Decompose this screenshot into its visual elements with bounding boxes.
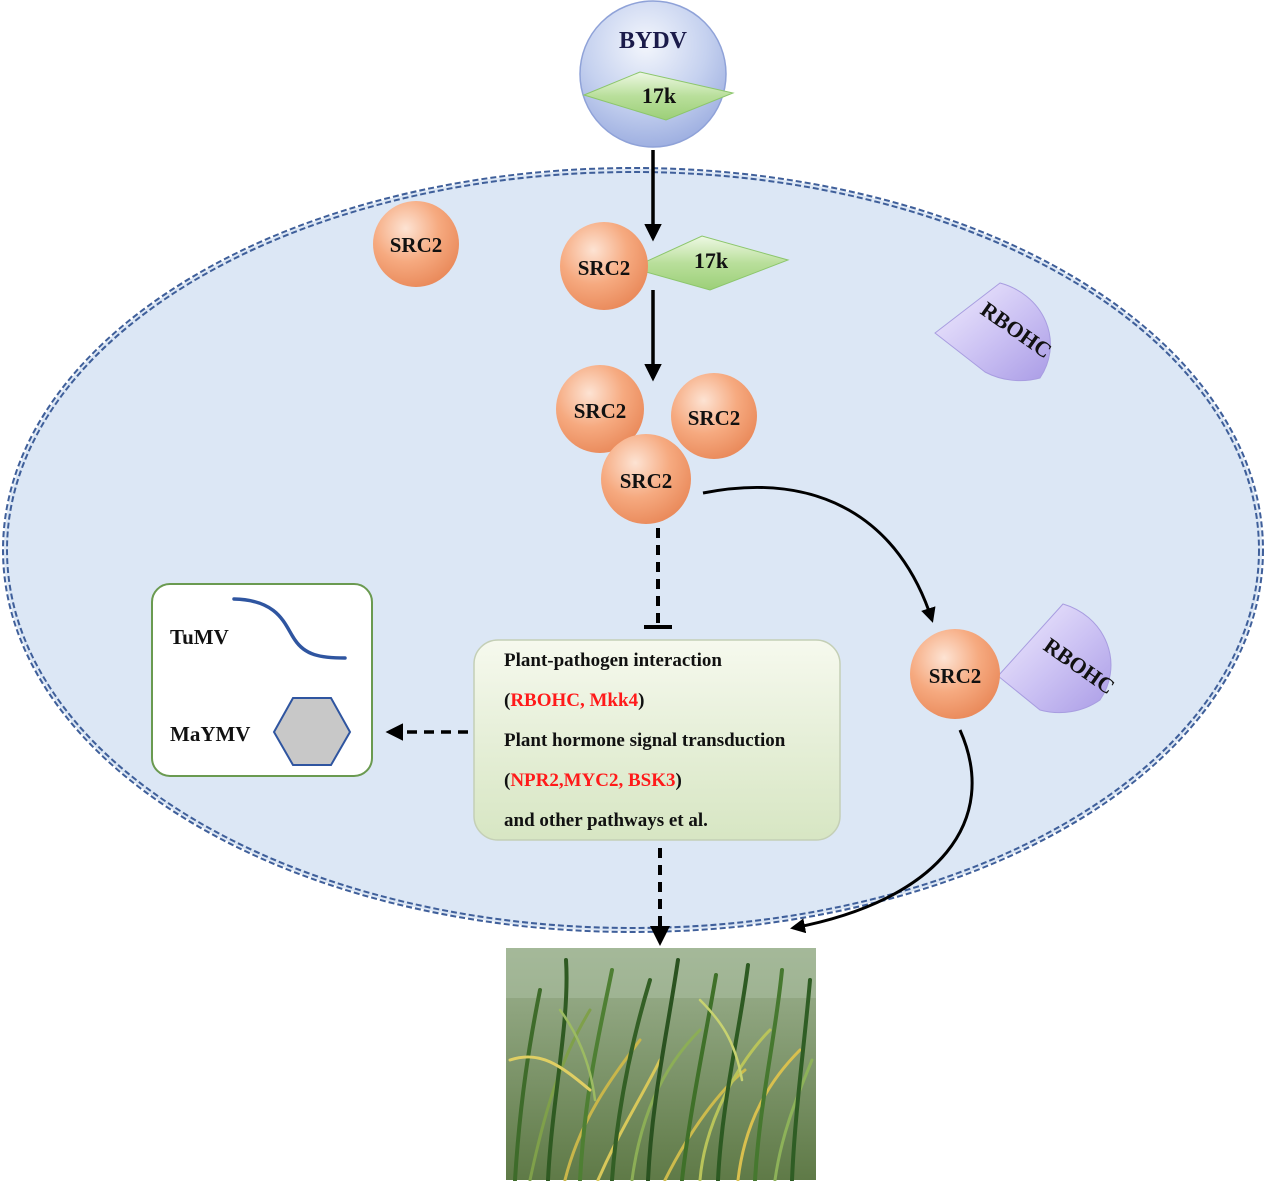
maymv-label: MaYMV [170, 722, 250, 746]
pathway-line-1: Plant-pathogen interaction [504, 650, 722, 671]
src2-label: SRC2 [578, 256, 631, 280]
other-viruses-box: TuMV MaYMV [151, 583, 373, 777]
bydv-virus: BYDV 17k [579, 0, 735, 148]
src2-aggregate: SRC2 SRC2 SRC2 [556, 365, 757, 524]
paren-close: ) [638, 690, 645, 711]
wheat-field-photo [506, 948, 816, 1182]
src2-rbohc-complex: RBOHC SRC2 [910, 603, 1120, 719]
pathway-genes-1: RBOHC, Mkk4 [510, 690, 639, 711]
17k-protein-shape [630, 235, 790, 291]
src2-label: SRC2 [929, 664, 982, 688]
17k-protein-shape [582, 71, 735, 121]
pathway-box-text: Plant-pathogen interaction (RBOHC, Mkk4)… [474, 640, 840, 840]
src2-label: SRC2 [620, 469, 673, 493]
arrow-aggregate-to-rbohc-complex [702, 485, 936, 623]
pathway-line-5: and other pathways et al. [504, 810, 708, 831]
src2-17k-complex: 17k SRC2 [560, 222, 790, 310]
pathway-line-2: (RBOHC, Mkk4) [504, 690, 644, 712]
src2-label: SRC2 [688, 406, 741, 430]
pathway-line-4: (NPR2,MYC2, BSK3) [504, 770, 682, 792]
17k-label: 17k [642, 83, 677, 108]
inhibition-line [644, 528, 672, 629]
bydv-label: BYDV [619, 28, 688, 54]
pathway-box [473, 639, 841, 841]
paren-open: ( [504, 690, 511, 711]
paren-open: ( [504, 770, 511, 791]
pathway-genes-2: NPR2,MYC2, BSK3 [510, 770, 676, 791]
src2-free: SRC2 [373, 201, 459, 287]
src2-label: SRC2 [390, 233, 443, 257]
maymv-hexagon-icon [272, 697, 352, 766]
17k-label: 17k [694, 248, 729, 273]
tumv-filament-icon [232, 597, 347, 660]
tumv-label: TuMV [170, 625, 229, 649]
arrow-rbohc-complex-to-field [790, 729, 974, 934]
paren-close: ) [675, 770, 682, 791]
src2-label: SRC2 [574, 399, 627, 423]
pathway-line-3: Plant hormone signal transduction [504, 730, 786, 751]
